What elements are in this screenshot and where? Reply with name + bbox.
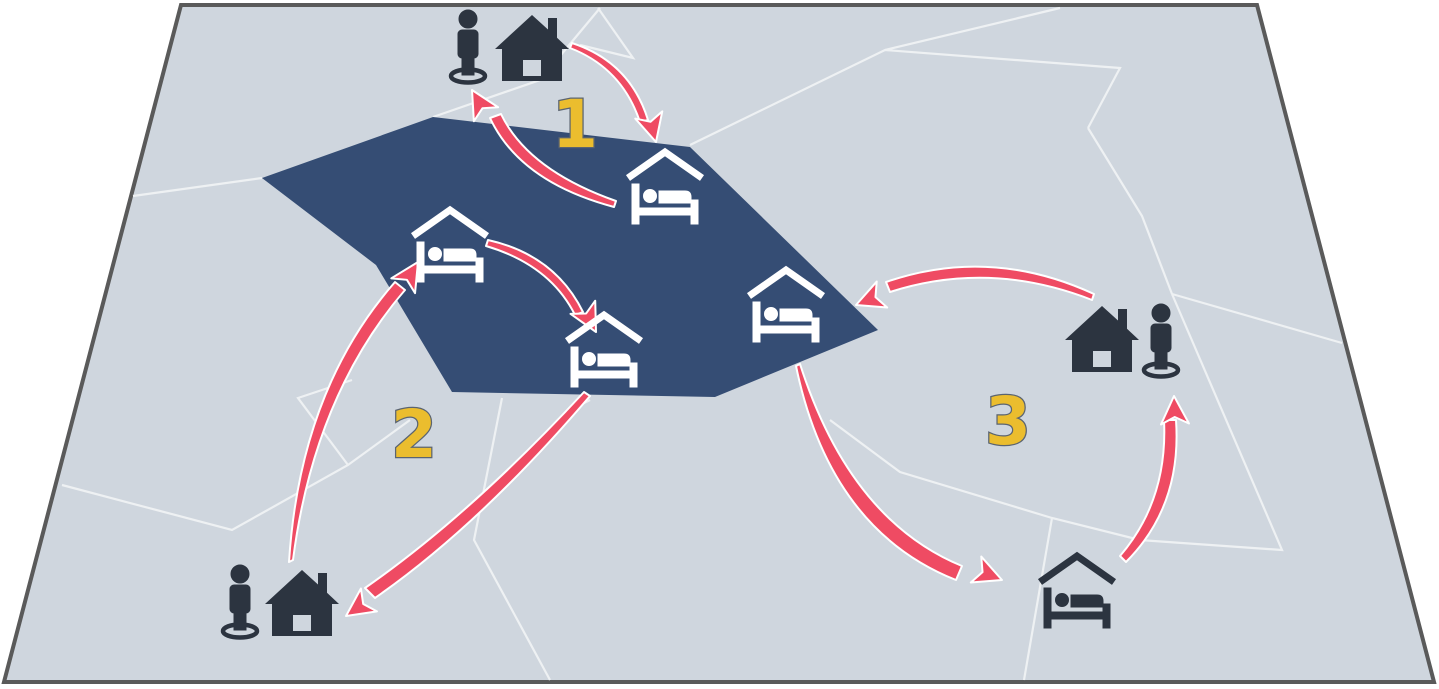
step-label-3: 3 [985,383,1031,460]
arrow-1b [489,113,617,208]
arrow-3c [1119,419,1178,563]
arrow-3a [885,265,1095,301]
highlighted-region [262,117,878,397]
step-label-2: 2 [391,396,437,473]
arrow-3b [795,363,963,581]
arrow-2a [288,281,406,563]
arrow-2c [364,391,591,599]
route-arrows [288,42,1190,629]
step-label-1: 1 [552,86,598,163]
